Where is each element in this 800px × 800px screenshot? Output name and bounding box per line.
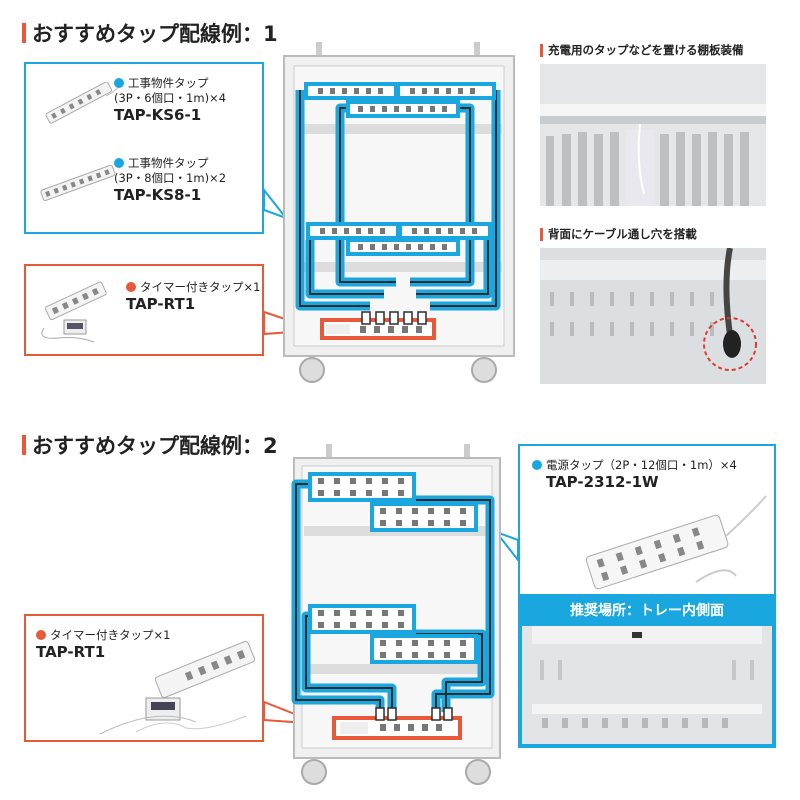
section2-item-box: 電源タップ（2P・12個口・1m）×4 TAP-2312-1W [518, 444, 776, 596]
cart-wheel-icon [299, 357, 325, 383]
tray-inner-photo [518, 626, 776, 748]
power-strip-icon [36, 82, 122, 124]
title-bar-marker [22, 23, 26, 43]
section1-items-box: 工事物件タップ (3P・6個口・1m)×4 TAP-KS6-1 工事物件タップ … [24, 62, 264, 234]
item-timer2: タイマー付きタップ×1 TAP-RT1 [36, 628, 171, 661]
title-bar-marker [22, 435, 26, 455]
power-strip-icon [576, 492, 772, 592]
cart-wheel-icon [471, 357, 497, 383]
item-ks8: 工事物件タップ (3P・8個口・1m)×2 TAP-KS8-1 [114, 156, 227, 204]
cart-wheel-icon [465, 759, 491, 785]
cable-hole-marker-icon [703, 317, 757, 371]
section2-timer-box: タイマー付きタップ×1 TAP-RT1 [24, 614, 264, 742]
photo2-caption: 背面にケーブル通し穴を搭載 [540, 226, 697, 242]
power-strip-icon [304, 82, 496, 256]
item-ks6: 工事物件タップ (3P・6個口・1m)×4 TAP-KS6-1 [114, 76, 227, 124]
timer-strip-icon [332, 707, 462, 740]
item-timer1: タイマー付きタップ×1 TAP-RT1 [126, 280, 261, 313]
item-2312: 電源タップ（2P・12個口・1m）×4 TAP-2312-1W [532, 458, 737, 490]
power-strip-icon [308, 472, 478, 664]
timer-strip-icon [96, 636, 260, 736]
timer-strip-icon [34, 278, 120, 346]
section2-title: おすすめタップ配線例：2 [22, 430, 278, 460]
photo1-caption: 充電用のタップなどを置ける棚板装備 [540, 42, 744, 58]
shelf-photo [540, 64, 766, 206]
cable-hole-photo [540, 248, 766, 384]
cart-wheel-icon [301, 759, 327, 785]
power-strip-icon [36, 162, 122, 204]
section1-timer-box: タイマー付きタップ×1 TAP-RT1 [24, 264, 264, 356]
recommended-location-banner: 推奨場所：トレー内側面 [518, 596, 776, 626]
timer-strip-icon [320, 311, 436, 340]
section1-title: おすすめタップ配線例：1 [22, 18, 278, 48]
